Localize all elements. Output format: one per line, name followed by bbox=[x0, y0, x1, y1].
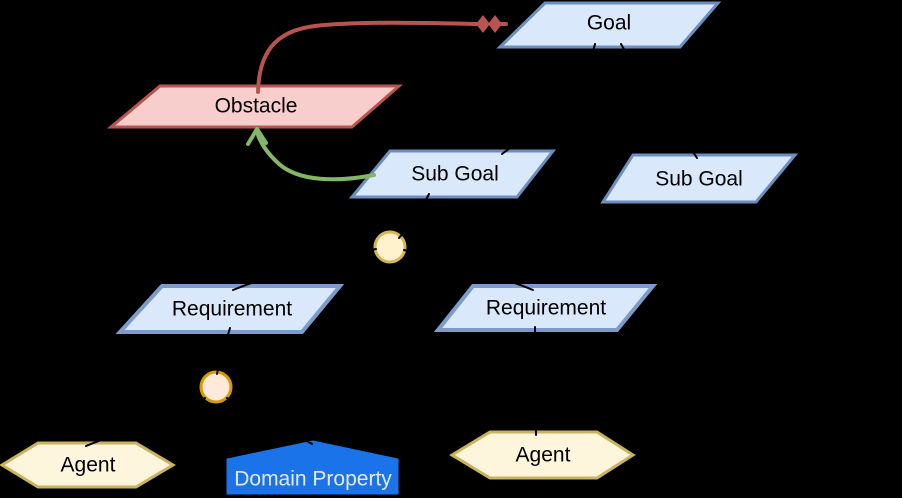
refinement-edge bbox=[85, 397, 206, 447]
requirement-left-label: Requirement bbox=[171, 297, 293, 321]
agent-left-label: Agent bbox=[60, 453, 116, 477]
obstruction-curve bbox=[256, 20, 479, 94]
domain-property-node bbox=[226, 440, 399, 495]
obstacle-node bbox=[106, 84, 404, 129]
goal-label: Goal bbox=[586, 11, 632, 35]
requirement-left-node bbox=[115, 284, 345, 334]
resolution-curve bbox=[255, 130, 376, 182]
double-diamond-arrowhead-icon bbox=[476, 15, 490, 33]
refinement-edge bbox=[620, 43, 698, 159]
refinement-edge bbox=[403, 249, 534, 291]
subgoal-right-node bbox=[600, 153, 799, 204]
requirement-right-node bbox=[433, 284, 658, 332]
refinement-edges bbox=[85, 43, 698, 447]
refinement-edge bbox=[232, 248, 377, 291]
refinement-edge bbox=[216, 327, 231, 375]
refinement-junction-yellow bbox=[373, 230, 407, 264]
agent-right-label: Agent bbox=[515, 443, 571, 467]
obstruction-edge bbox=[256, 15, 508, 94]
double-diamond-arrowhead-icon bbox=[488, 15, 502, 33]
domain-property-label: Domain Property bbox=[234, 467, 392, 491]
refinement-edge bbox=[534, 326, 537, 436]
agent-right-node bbox=[449, 430, 636, 480]
refinement-edge bbox=[501, 43, 596, 155]
subgoal-right-label: Sub Goal bbox=[655, 167, 743, 191]
open-arrowhead-icon bbox=[246, 127, 268, 146]
refinement-edge bbox=[226, 397, 313, 445]
obstacle-label: Obstacle bbox=[214, 94, 298, 118]
goal-node bbox=[496, 1, 722, 49]
subgoal-left-label: Sub Goal bbox=[411, 162, 499, 186]
refinement-edge bbox=[398, 193, 430, 239]
resolution-edge bbox=[246, 127, 376, 182]
requirement-right-label: Requirement bbox=[485, 296, 607, 320]
refinement-junction-orange bbox=[199, 370, 233, 404]
agent-left-node bbox=[0, 441, 176, 489]
subgoal-left-node bbox=[348, 149, 557, 199]
